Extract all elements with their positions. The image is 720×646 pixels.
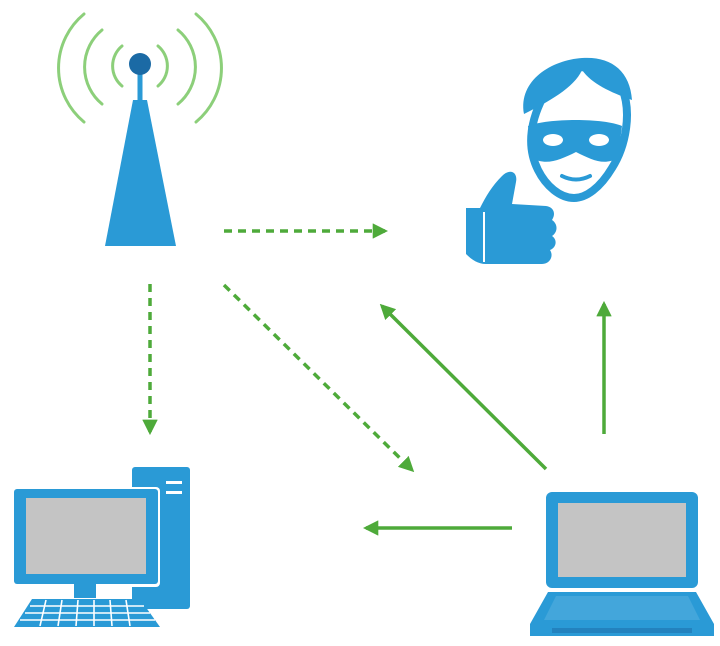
- radio-tower-icon: [57, 12, 223, 246]
- arrow-laptop-to-tower: [379, 303, 548, 471]
- masked-hacker-thumbs-up-icon: [466, 57, 632, 264]
- arrow-tower-to-laptop: [222, 283, 415, 473]
- desktop-computer-icon: [10, 467, 190, 627]
- signal-waves-icon: [57, 12, 223, 124]
- laptop-icon: [530, 492, 714, 636]
- arrows: [142, 223, 612, 536]
